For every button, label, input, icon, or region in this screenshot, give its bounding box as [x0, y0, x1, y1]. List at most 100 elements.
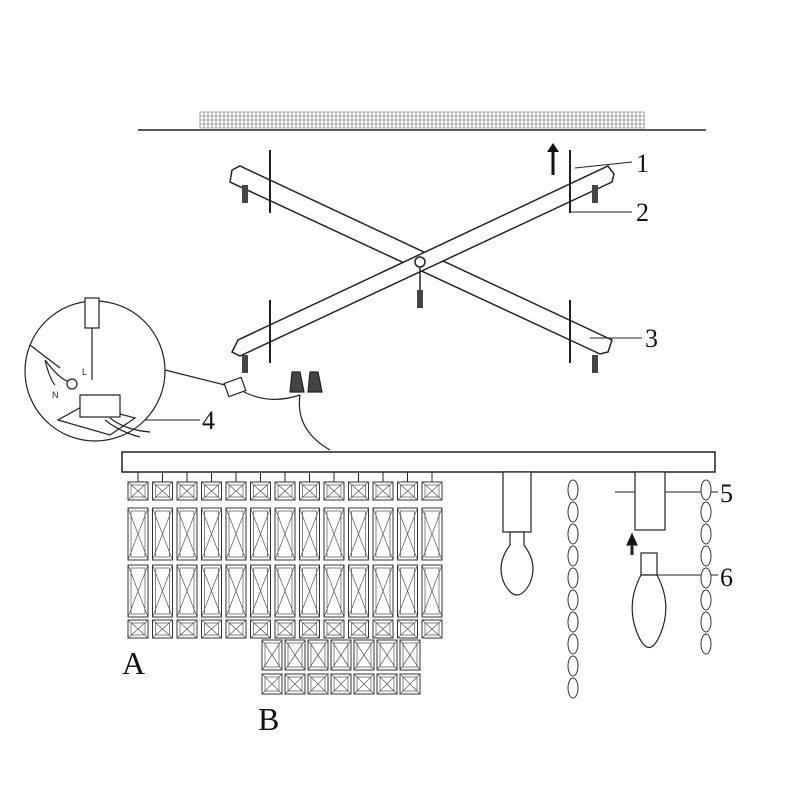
crystal-facet: [372, 507, 394, 561]
crystal-facet: [225, 564, 247, 618]
crystal-facet: [348, 481, 369, 501]
bulb-installed: [500, 471, 534, 596]
crystal-facet: [397, 564, 418, 618]
crystal-facet: [307, 673, 329, 695]
bolt: [592, 185, 598, 203]
crystal-facet: [323, 564, 345, 618]
callout-5: 5: [720, 479, 733, 508]
crystal-facet: [284, 639, 306, 671]
crystal-facet: [421, 481, 443, 501]
crystal-facet: [299, 481, 320, 501]
crystal-facet: [348, 564, 369, 618]
bolt: [592, 355, 598, 373]
chain-crystal: [567, 589, 579, 611]
crystal-facet: [397, 619, 418, 639]
crystal-facet: [261, 639, 283, 671]
crystal-facet: [323, 481, 345, 501]
crystal-facet: [353, 639, 375, 671]
crystal-facet: [274, 507, 296, 561]
crystal-facet: [176, 481, 198, 501]
canopy-bar: [121, 451, 716, 473]
chain-crystal: [567, 523, 579, 545]
crystal-facet: [399, 639, 421, 671]
chain-crystal: [700, 611, 712, 633]
crystal-facet: [176, 619, 198, 639]
crystal-panel-a: [127, 472, 443, 639]
chain-crystal: [567, 677, 579, 699]
mounting-screws: [242, 150, 598, 373]
crystal-facet: [152, 481, 173, 501]
bolt: [242, 355, 248, 373]
crystal-facet: [323, 507, 345, 561]
crystal-facet: [330, 673, 352, 695]
wiring-detail-inset: [24, 297, 226, 442]
crystal-facet: [421, 619, 443, 639]
crystal-facet: [372, 619, 394, 639]
crystal-facet: [225, 481, 247, 501]
crystal-facet: [201, 564, 222, 618]
crystal-facet: [127, 619, 149, 639]
crystal-facet: [307, 639, 329, 671]
crystal-facet: [152, 619, 173, 639]
crystal-panel-b: [261, 639, 421, 695]
crystal-facet: [372, 481, 394, 501]
chain-crystal: [567, 479, 579, 501]
crystal-facet: [127, 481, 149, 501]
callout-4: 4: [202, 406, 215, 435]
chain-crystal: [700, 479, 712, 501]
crystal-facet: [201, 619, 222, 639]
crystal-facet: [274, 564, 296, 618]
callout-6: 6: [720, 563, 733, 592]
crystal-facet: [299, 564, 320, 618]
crystal-facet: [176, 564, 198, 618]
crystal-facet: [353, 673, 375, 695]
crystal-facet: [376, 673, 398, 695]
crystal-facet: [250, 619, 271, 639]
crystal-facet: [376, 639, 398, 671]
chain-crystal: [567, 655, 579, 677]
crystal-facet: [127, 564, 149, 618]
crystal-facet: [250, 481, 271, 501]
chain-crystal: [700, 545, 712, 567]
crystal-facet: [421, 507, 443, 561]
cross-bracket: [229, 165, 615, 357]
crystal-chains: [567, 479, 712, 699]
callout-2: 2: [636, 198, 649, 227]
crystal-facet: [348, 507, 369, 561]
crystal-facet: [284, 673, 306, 695]
crystal-facet: [399, 673, 421, 695]
chain-crystal: [567, 501, 579, 523]
ceiling: [138, 111, 706, 131]
screw-up-arrow-icon: [547, 143, 559, 175]
crystal-facet: [323, 619, 345, 639]
chain-crystal: [567, 545, 579, 567]
crystal-facet: [201, 507, 222, 561]
callout-1: 1: [636, 149, 649, 178]
crystal-facet: [330, 639, 352, 671]
crystal-facet: [152, 564, 173, 618]
crystal-facet: [152, 507, 173, 561]
crystal-facet: [176, 507, 198, 561]
crystal-facet: [225, 619, 247, 639]
bolt: [417, 290, 423, 308]
crystal-facet: [225, 507, 247, 561]
crystal-facet: [299, 507, 320, 561]
crystal-facet: [274, 619, 296, 639]
chain-crystal: [567, 633, 579, 655]
crystal-facet: [372, 564, 394, 618]
neutral-label: N: [52, 390, 59, 400]
chain-crystal: [700, 589, 712, 611]
bolt: [242, 185, 248, 203]
crystal-facet: [299, 619, 320, 639]
crystal-facet: [397, 507, 418, 561]
callout-3: 3: [645, 324, 658, 353]
terminal-block-and-connectors: [223, 371, 331, 451]
part-a-label: A: [122, 645, 145, 681]
chain-crystal: [700, 523, 712, 545]
crystal-facet: [201, 481, 222, 501]
crystal-facet: [274, 481, 296, 501]
crystal-facet: [250, 507, 271, 561]
crystal-facet: [250, 564, 271, 618]
chain-crystal: [567, 567, 579, 589]
